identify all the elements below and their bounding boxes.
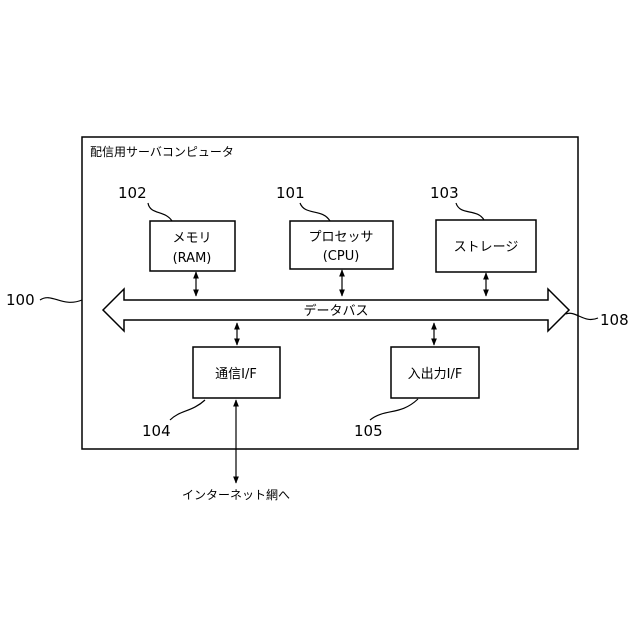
memory-label: メモリ [172,231,211,246]
storage-label: ストレージ [454,240,519,255]
ref-103: 103 [430,184,459,202]
network-label: インターネット網へ [182,488,290,502]
server-computer-title: 配信用サーバコンピュータ [90,145,234,159]
ref-100: 100 [6,291,35,309]
leader-105 [370,399,418,420]
io-if-label: 入出力I/F [408,367,463,382]
ref-104: 104 [142,422,171,440]
memory-sublabel: (RAM) [173,251,212,266]
leader-102 [148,203,172,221]
leader-101 [300,203,330,221]
comm-if-label: 通信I/F [215,367,257,382]
processor-label: プロセッサ [308,230,373,245]
leader-103 [456,203,484,220]
leader-108 [566,313,598,319]
ref-108: 108 [600,311,629,329]
ref-102: 102 [118,184,147,202]
ref-101: 101 [276,184,305,202]
leader-100 [40,298,82,303]
data-bus-label: データバス [303,303,368,319]
server-computer-box [82,137,578,449]
leader-104 [170,400,205,420]
ref-105: 105 [354,422,383,440]
processor-sublabel: (CPU) [323,249,360,264]
